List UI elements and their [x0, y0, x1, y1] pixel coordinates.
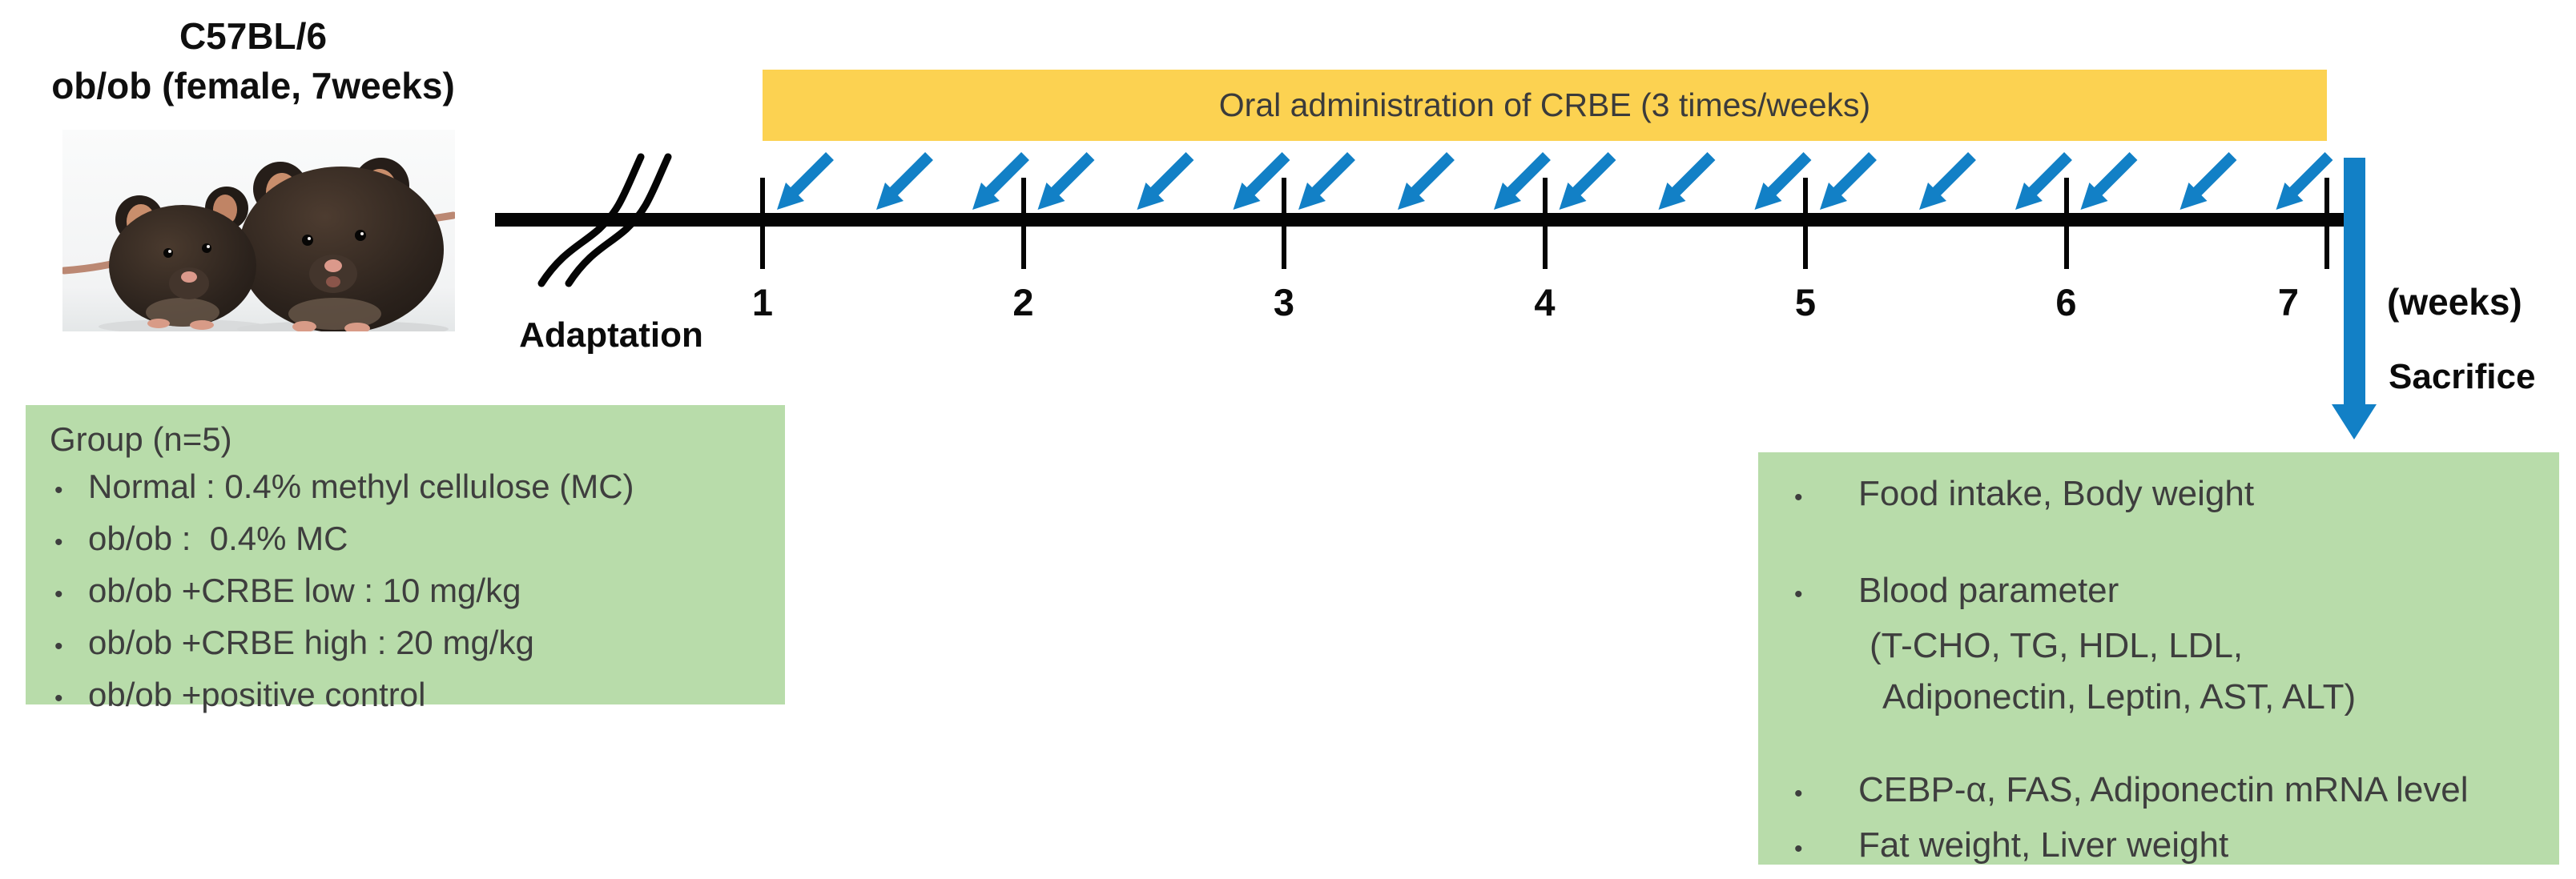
dose-arrow-icon [1398, 152, 1455, 210]
dose-arrow-icon [2080, 152, 2138, 210]
dose-arrow-icon [2276, 152, 2333, 210]
week-tick [2324, 178, 2329, 269]
group-item: • ob/ob : 0.4% MC [26, 515, 785, 567]
sacrifice-label: Sacrifice [2389, 357, 2536, 396]
week-label: 4 [1534, 281, 1556, 323]
week-tick [1282, 178, 1286, 269]
dose-arrow-icon [972, 152, 1029, 210]
outcome-item: • Blood parameter [1758, 565, 2559, 620]
week-tick [760, 178, 765, 269]
subject-description: ob/ob (female, 7weeks) [51, 65, 455, 106]
dose-arrow-icon [1559, 152, 1616, 210]
group-item: • ob/ob +CRBE low : 10 mg/kg [26, 567, 785, 619]
week-label: 3 [1273, 281, 1295, 323]
week-label: 2 [1012, 281, 1034, 323]
group-item-text: ob/ob +positive control [88, 676, 426, 713]
outcome-item-text: CEBP-α, FAS, Adiponectin mRNA level [1858, 770, 2469, 809]
bullet-icon: • [1794, 781, 1803, 807]
bullet-icon: • [54, 477, 63, 504]
adaptation-label: Adaptation [519, 315, 703, 355]
group-item: • Normal : 0.4% methyl cellulose (MC) [26, 463, 785, 515]
groups-box: Group (n=5) • Normal : 0.4% methyl cellul… [26, 405, 785, 713]
bullet-icon: • [54, 633, 63, 660]
outcome-item: • CEBP-α, FAS, Adiponectin mRNA level [1758, 765, 2559, 820]
dose-arrow-icon [1820, 152, 1877, 210]
bullet-icon: • [1794, 836, 1803, 862]
week-tick [1542, 178, 1548, 269]
dose-arrow-icon [2180, 152, 2237, 210]
groups-list: • Normal : 0.4% methyl cellulose (MC) • ob/… [26, 463, 785, 723]
week-label: 6 [2055, 281, 2077, 323]
outcome-item-text: Blood parameter [1858, 571, 2119, 610]
week-tick [1803, 178, 1808, 269]
bullet-icon: • [54, 581, 63, 608]
dose-arrow-icon [1494, 152, 1551, 210]
dose-arrow-icon [1233, 152, 1290, 210]
mouse-small [109, 187, 256, 330]
bullet-icon: • [1794, 581, 1803, 608]
week-label: 7 [2277, 281, 2300, 323]
week-tick [1020, 178, 1026, 269]
administration-banner-label: Oral administration of CRBE (3 times/wee… [1218, 86, 1871, 123]
group-item-text: ob/ob +CRBE high : 20 mg/kg [88, 624, 534, 661]
dose-arrow-icon [1037, 152, 1095, 210]
groups-box-title: Group (n=5) [50, 420, 232, 458]
outcome-item-text: Adiponectin, Leptin, AST, ALT) [1882, 677, 2357, 716]
outcome-spacer [1758, 524, 2559, 565]
dose-arrow-icon [1754, 152, 1812, 210]
outcome-item-text: (T-CHO, TG, HDL, LDL, [1870, 626, 2244, 665]
group-item-text: ob/ob +CRBE low : 10 mg/kg [88, 572, 521, 609]
dose-arrow-icon [1137, 152, 1194, 210]
bullet-icon: • [54, 529, 63, 556]
outcome-item: Adiponectin, Leptin, AST, ALT) [1758, 672, 2559, 723]
outcome-item: • Fat weight, Liver weight [1758, 820, 2559, 875]
group-item: • ob/ob +positive control [26, 671, 785, 723]
outcome-item: • Food intake, Body weight [1758, 468, 2559, 524]
group-item: • ob/ob +CRBE high : 20 mg/kg [26, 619, 785, 671]
group-item-text: ob/ob : 0.4% MC [88, 520, 348, 557]
week-tick [2063, 178, 2069, 269]
administration-banner: Oral administration of CRBE (3 times/wee… [763, 70, 2327, 141]
outcome-item-text: Fat weight, Liver weight [1858, 825, 2229, 865]
outcomes-box: • Food intake, Body weight • Blood paramete… [1758, 452, 2559, 865]
timeline-axis [495, 213, 2349, 227]
dose-arrow-icon [777, 152, 834, 210]
bullet-icon: • [1794, 484, 1803, 511]
week-label: 5 [1794, 281, 1817, 323]
dose-arrow-icon [1658, 152, 1716, 210]
subject-title: C57BL/6 ob/ob (female, 7weeks) [13, 11, 493, 110]
subject-strain: C57BL/6 [179, 15, 328, 57]
sacrifice-arrow-icon [2332, 158, 2377, 440]
outcome-item: (T-CHO, TG, HDL, LDL, [1758, 620, 2559, 672]
group-item-text: Normal : 0.4% methyl cellulose (MC) [88, 468, 634, 505]
outcome-spacer [1758, 723, 2559, 765]
dose-arrow-icon [1298, 152, 1355, 210]
mice-photo [62, 130, 455, 331]
dose-arrow-icon [1919, 152, 1976, 210]
outcomes-list: • Food intake, Body weight • Blood paramete… [1758, 468, 2559, 875]
weeks-unit-label: (weeks) [2387, 281, 2522, 323]
outcome-item-text: Food intake, Body weight [1858, 474, 2255, 513]
mouse-large [239, 158, 444, 331]
dose-arrow-icon [876, 152, 933, 210]
dose-arrow-icon [2015, 152, 2072, 210]
week-label: 1 [751, 281, 774, 323]
bullet-icon: • [54, 685, 63, 712]
